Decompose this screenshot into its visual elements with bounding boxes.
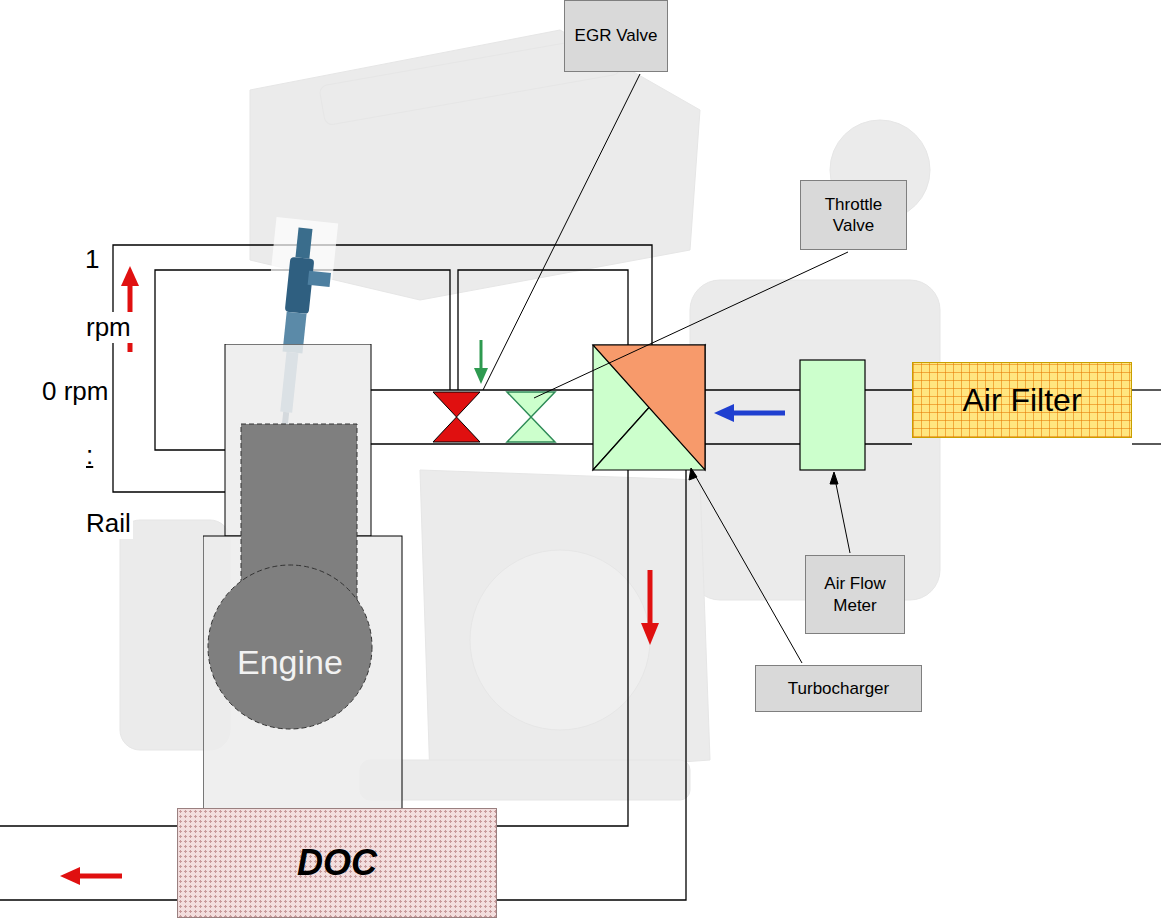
node-label: Air Filter: [962, 382, 1081, 419]
side-text: 1: [83, 244, 101, 275]
node-label: DOC: [297, 842, 377, 884]
side-text: Rail: [84, 508, 133, 539]
callout-box: Throttle Valve: [800, 180, 907, 250]
side-text: :: [84, 440, 95, 471]
pipes: [0, 245, 1161, 900]
node-label: EGR Valve: [575, 25, 658, 46]
doc-box: DOC: [177, 808, 497, 918]
air-filter-box: Air Filter: [912, 362, 1132, 438]
air-flow-meter-symbol: [800, 360, 865, 470]
leader-lines: [483, 74, 850, 663]
side-text: rpm: [84, 312, 133, 343]
node-label: Engine: [237, 643, 343, 682]
throttle-valve-symbol: [507, 392, 555, 442]
callout-box: Turbocharger: [755, 665, 922, 712]
node-label: Throttle Valve: [807, 194, 900, 237]
side-text: 0 rpm: [40, 376, 110, 407]
flow-arrows: [60, 266, 785, 885]
egr-valve-symbol: [433, 392, 480, 442]
callout-box: Air Flow Meter: [805, 555, 905, 634]
engine-photo-watermark: [120, 30, 940, 800]
callout-box: EGR Valve: [564, 0, 668, 72]
node-label: Turbocharger: [788, 678, 889, 699]
node-label: Air Flow Meter: [812, 573, 898, 616]
turbocharger-symbol: [593, 345, 705, 470]
